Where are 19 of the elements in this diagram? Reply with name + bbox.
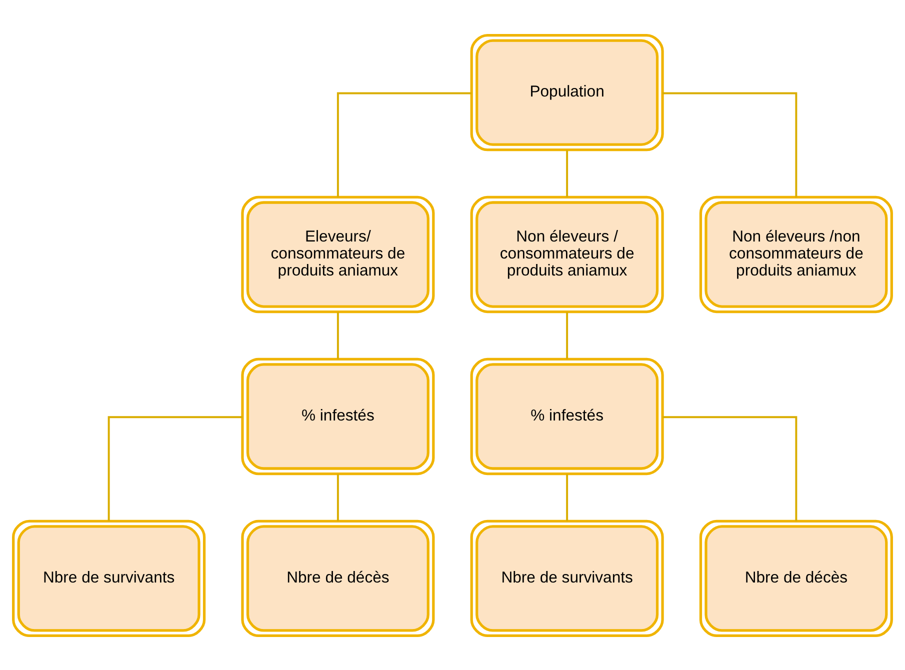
node-box: % infestés: [470, 357, 664, 475]
node-box: Non éleveurs /non consommateurs de produits aniamux: [699, 195, 893, 313]
connector: [336, 92, 472, 197]
connector: [566, 312, 568, 359]
node-box: Nbre de survivants: [470, 519, 664, 637]
node-box: Non éleveurs / consommateurs de produits aniamux: [470, 195, 664, 313]
connector: [336, 474, 339, 521]
connector: [662, 92, 798, 197]
connector: [108, 416, 242, 521]
node-box: Population: [470, 33, 664, 151]
connector: [566, 474, 568, 521]
node-box: Eleveurs/ consommateurs de produits aniamux: [241, 195, 435, 313]
node-box: % infestés: [241, 357, 435, 475]
node-box: Nbre de survivants: [12, 519, 206, 637]
connector: [336, 312, 339, 359]
node-box: Nbre de décès: [241, 519, 435, 637]
node-box: Nbre de décès: [699, 519, 893, 637]
connector: [566, 150, 568, 197]
connector: [662, 416, 798, 521]
